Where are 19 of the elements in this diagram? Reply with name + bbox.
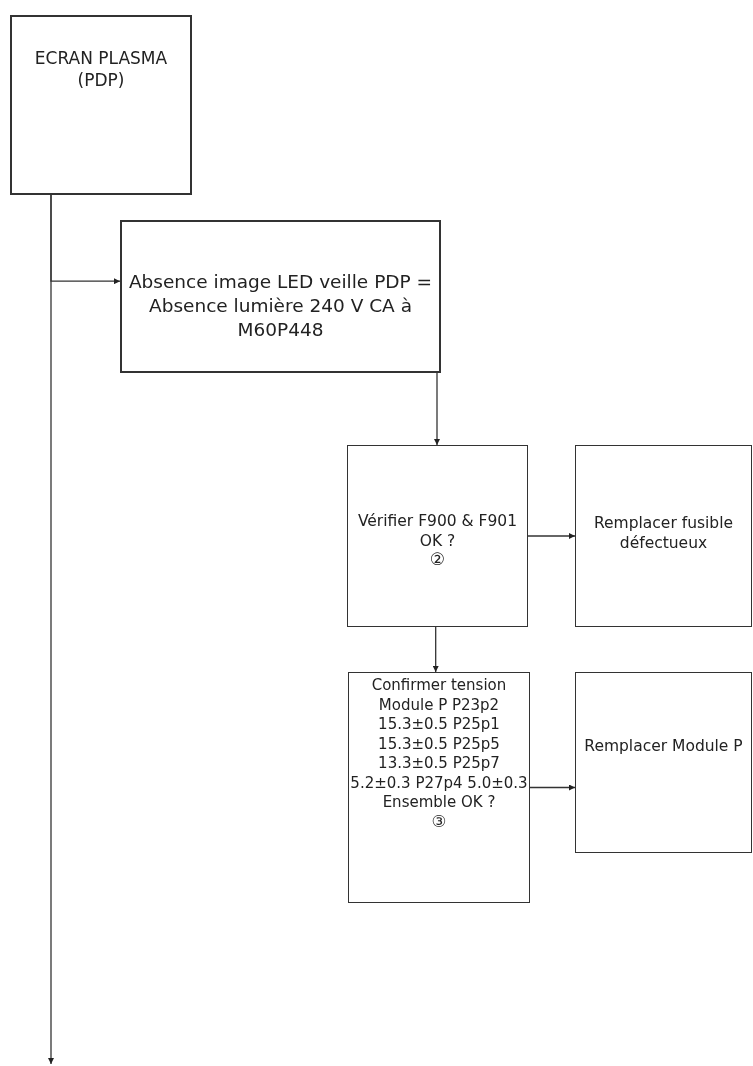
box-text: Confirmer tension Module P P23p2 15.3±0.5 P25p1 15.3±0.5 P25p5 13.3±0.5 P25p7 5.2±0.3 P27p4 5.0±0.3 Ensemble OK ? <box>349 676 529 813</box>
arrow <box>48 194 54 1065</box>
box-text: Absence image LED veille PDP = Absence lumière 240 V CA à M60P448 <box>127 270 434 343</box>
arrow <box>527 533 576 539</box>
process-box <box>347 445 528 627</box>
arrow <box>432 626 439 673</box>
box-text: ECRAN PLASMA (PDP) <box>33 47 169 92</box>
process-box <box>120 220 441 373</box>
step-number: ③ <box>431 812 447 830</box>
process-box <box>575 445 752 627</box>
arrow <box>529 784 576 791</box>
box-text: Remplacer Module P <box>584 736 743 757</box>
box-text: Remplacer fusible défectueux <box>592 513 735 554</box>
process-box <box>348 672 530 903</box>
box-text: Vérifier F900 & F901 OK ? <box>356 511 519 552</box>
step-number: ② <box>429 551 446 570</box>
arrow <box>434 372 440 446</box>
process-box <box>10 15 192 195</box>
process-box <box>575 672 752 853</box>
